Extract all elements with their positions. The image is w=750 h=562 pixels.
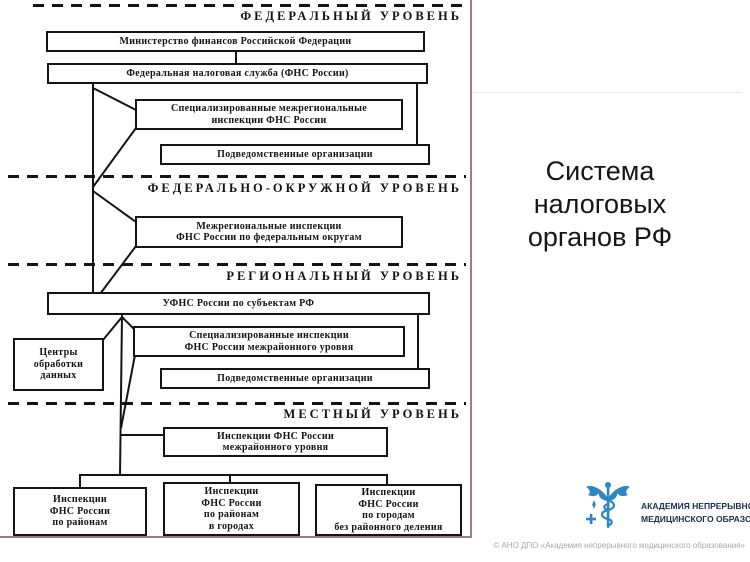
- box-city-district-inspections: Инспекции ФНС России по районам в города…: [163, 482, 300, 536]
- box-spec-interregional-inspections: Специализированные межрегиональные инспе…: [135, 99, 403, 130]
- academy-logo-text: АКАДЕМИЯ НЕПРЕРЫВНОГО МЕДИЦИНСКОГО ОБРАЗ…: [641, 500, 750, 526]
- academy-logo-line2: МЕДИЦИНСКОГО ОБРАЗОВАНИЯ: [641, 514, 750, 524]
- level-label-federal-district: ФЕДЕРАЛЬНО-ОКРУЖНОЙ УРОВЕНЬ: [147, 181, 462, 195]
- box-subordinate-orgs-federal: Подведомственные организации: [160, 144, 430, 165]
- level-label-regional: РЕГИОНАЛЬНЫЙ УРОВЕНЬ: [226, 269, 462, 283]
- academy-logo-line1: АКАДЕМИЯ НЕПРЕРЫВНОГО: [641, 501, 750, 511]
- level-divider-federal: [33, 4, 466, 7]
- box-interdistrict-inspections: Инспекции ФНС России межрайонного уровня: [163, 427, 388, 457]
- academy-logo: АКАДЕМИЯ НЕПРЕРЫВНОГО МЕДИЦИНСКОГО ОБРАЗ…: [583, 480, 750, 534]
- box-spec-interdistrict-inspections: Специализированные инспекции ФНС России …: [133, 326, 405, 357]
- level-divider-federal-district: [8, 175, 466, 178]
- caduceus-icon: [586, 482, 630, 528]
- copyright-footer: © АНО ДПО «Академия непрерывного медицин…: [493, 541, 745, 550]
- box-interregional-district-inspections: Межрегиональные инспекции ФНС России по …: [135, 216, 403, 248]
- box-data-processing-centers: Центры обработки данных: [13, 338, 104, 391]
- level-divider-regional: [8, 263, 466, 266]
- box-minfin: Министерство финансов Российской Федерац…: [46, 31, 425, 52]
- box-fns: Федеральная налоговая служба (ФНС России…: [47, 63, 428, 84]
- box-district-inspections: Инспекции ФНС России по районам: [13, 487, 147, 536]
- box-ufns: УФНС России по субъектам РФ: [47, 292, 430, 315]
- level-label-local: МЕСТНЫЙ УРОВЕНЬ: [283, 407, 462, 421]
- level-divider-local: [8, 402, 466, 405]
- org-chart-panel: ФЕДЕРАЛЬНЫЙ УРОВЕНЬ ФЕДЕРАЛЬНО-ОКРУЖНОЙ …: [0, 0, 472, 538]
- box-subordinate-orgs-regional: Подведомственные организации: [160, 368, 430, 389]
- connector-lines: [79, 52, 419, 489]
- placeholder-divider-line: [472, 92, 742, 93]
- level-label-federal: ФЕДЕРАЛЬНЫЙ УРОВЕНЬ: [240, 9, 462, 23]
- slide-title: Система налоговых органов РФ: [527, 156, 673, 252]
- box-city-inspections: Инспекции ФНС России по городам без райо…: [315, 484, 462, 536]
